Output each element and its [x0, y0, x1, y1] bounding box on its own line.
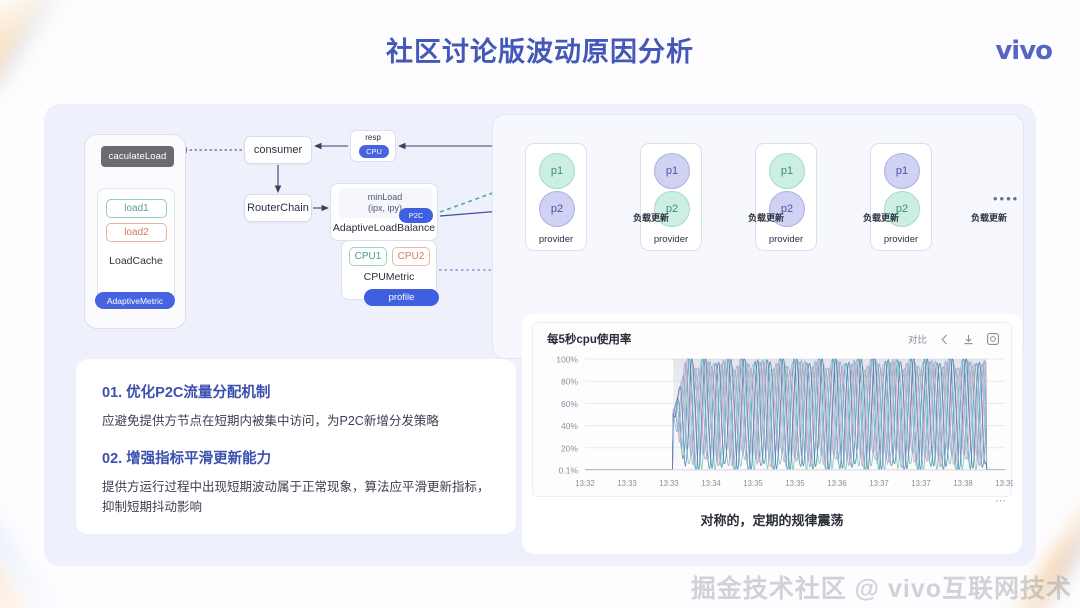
svg-text:13:32: 13:32	[575, 479, 595, 488]
provider-4-label: provider	[883, 234, 919, 245]
download-icon[interactable]	[962, 333, 975, 346]
cpu-chart-card: 每5秒cpu使用率 对比	[522, 314, 1022, 554]
cpu-chart-title: 每5秒cpu使用率	[547, 334, 632, 346]
profile-badge: profile	[364, 289, 439, 306]
slide-card: caculateLoad load1 load2 LoadCache Adapt…	[44, 104, 1036, 566]
provider-box-3[interactable]: p1 p2 provider	[755, 143, 817, 251]
provider-4-p1[interactable]: p1	[884, 153, 920, 189]
recommendations-card: 01. 优化P2C流量分配机制 应避免提供方节点在短期内被集中访问，为P2C新增…	[76, 359, 516, 534]
load-cache-container: load1 load2 LoadCache	[97, 188, 175, 304]
recommendation-1-title: 01. 优化P2C流量分配机制	[102, 385, 271, 401]
adaptive-metric-badge: AdaptiveMetric	[95, 292, 175, 309]
provider-2-p2[interactable]: p2	[654, 191, 690, 227]
svg-text:13:38: 13:38	[953, 479, 973, 488]
adaptive-load-balance-label: AdaptiveLoadBalance	[332, 222, 436, 234]
recommendation-1-body: 应避免提供方节点在短期内被集中访问，为P2C新增分发策略	[102, 414, 439, 428]
load-update-label-2: 负载更新	[747, 213, 784, 223]
svg-text:0.1%: 0.1%	[559, 465, 579, 475]
watermark: 掘金技术社区 @ vivo互联网技术	[690, 575, 1072, 603]
chain-continuation-dots: ••••	[993, 191, 1020, 206]
svg-text:20%: 20%	[561, 443, 578, 453]
load-update-label-3: 负载更新	[862, 213, 899, 223]
provider-1-p1[interactable]: p1	[539, 153, 575, 189]
load-cache-label: LoadCache	[109, 255, 163, 267]
provider-2-label: provider	[653, 234, 689, 245]
compare-button[interactable]: 对比	[907, 335, 927, 346]
cpu-chart-toolbar: 对比	[908, 332, 999, 346]
recommendation-2-body: 提供方运行过程中出现短期波动属于正常现象，算法应平滑更新指标，抑制短期抖动影响	[102, 479, 490, 515]
svg-text:13:35: 13:35	[785, 479, 805, 488]
svg-text:13:37: 13:37	[869, 479, 889, 488]
vivo-logo: vivo	[995, 36, 1053, 66]
router-chain-node[interactable]: RouterChain	[244, 194, 312, 222]
resp-label: resp	[365, 133, 381, 142]
svg-text:80%: 80%	[561, 377, 578, 387]
resp-node[interactable]: resp CPU	[350, 130, 396, 162]
provider-box-2[interactable]: p1 p2 provider	[640, 143, 702, 251]
provider-1-p2[interactable]: p2	[539, 191, 575, 227]
svg-text:40%: 40%	[561, 421, 578, 431]
svg-text:13:35: 13:35	[743, 479, 763, 488]
consumer-node[interactable]: consumer	[244, 136, 312, 164]
svg-text:13:39: 13:39	[995, 479, 1013, 488]
provider-box-4[interactable]: p1 p2 provider	[870, 143, 932, 251]
svg-text:13:36: 13:36	[827, 479, 847, 488]
chart-overflow-menu[interactable]: ⋯	[995, 495, 1006, 507]
cpu-chart-header: 每5秒cpu使用率 对比	[547, 331, 1001, 349]
min-load-box: minLoad (ipx, ipy)	[338, 188, 432, 218]
provider-1-label: provider	[538, 234, 574, 245]
load2-chip[interactable]: load2	[106, 223, 167, 242]
recommendation-item-1: 01. 优化P2C流量分配机制 应避免提供方节点在短期内被集中访问，为P2C新增…	[102, 381, 490, 432]
svg-text:13:33: 13:33	[617, 479, 637, 488]
chart-caption: 对称的，定期的规律震荡	[700, 513, 844, 528]
decor-streak-bottom-left-1	[0, 444, 43, 608]
cpu2-chip[interactable]: CPU2	[392, 247, 430, 266]
caculate-load-node[interactable]: caculateLoad	[101, 146, 174, 167]
provider-4-p2[interactable]: p2	[884, 191, 920, 227]
recommendation-2-title: 02. 增强指标平滑更新能力	[102, 450, 272, 467]
svg-text:13:34: 13:34	[701, 479, 721, 488]
load-update-label-1: 负载更新	[632, 213, 669, 223]
provider-box-1[interactable]: p1 p2 provider	[525, 143, 587, 251]
provider-3-label: provider	[768, 234, 804, 245]
page-title: 社区讨论版波动原因分析	[386, 37, 694, 67]
min-load-coords: (ipx, ipy)	[367, 203, 402, 213]
cpu1-chip[interactable]: CPU1	[349, 247, 387, 266]
chevron-left-icon[interactable]	[938, 333, 951, 346]
recommendation-item-2: 02. 增强指标平滑更新能力 提供方运行过程中出现短期波动属于正常现象，算法应平…	[102, 447, 490, 518]
provider-3-p1[interactable]: p1	[769, 153, 805, 189]
load1-chip[interactable]: load1	[106, 199, 167, 218]
adaptive-load-balance-node[interactable]: minLoad (ipx, ipy) P2C AdaptiveLoadBalan…	[330, 183, 438, 241]
svg-text:60%: 60%	[561, 399, 578, 409]
svg-text:100%: 100%	[556, 355, 578, 365]
cpu-usage-line-chart: 100% 80% 60% 40% 20% 0.1% 13:32 13:33 13:33 13:34…	[556, 355, 1013, 489]
cpu-metric-node[interactable]: CPU1 CPU2 CPUMetric profile	[341, 240, 439, 306]
cpu-chart-panel: 每5秒cpu使用率 对比	[532, 322, 1013, 497]
resp-cpu-badge: CPU	[359, 145, 389, 158]
p2c-badge: P2C	[399, 208, 433, 223]
min-load-label: minLoad	[367, 191, 403, 202]
fullscreen-icon[interactable]	[986, 333, 999, 346]
svg-text:13:33: 13:33	[659, 479, 679, 488]
provider-2-p1[interactable]: p1	[654, 153, 690, 189]
provider-3-p2[interactable]: p2	[769, 191, 805, 227]
load-update-label-4: 负载更新	[970, 213, 1007, 223]
svg-text:13:37: 13:37	[911, 479, 931, 488]
cpu-metric-label: CPUMetric	[363, 271, 415, 283]
